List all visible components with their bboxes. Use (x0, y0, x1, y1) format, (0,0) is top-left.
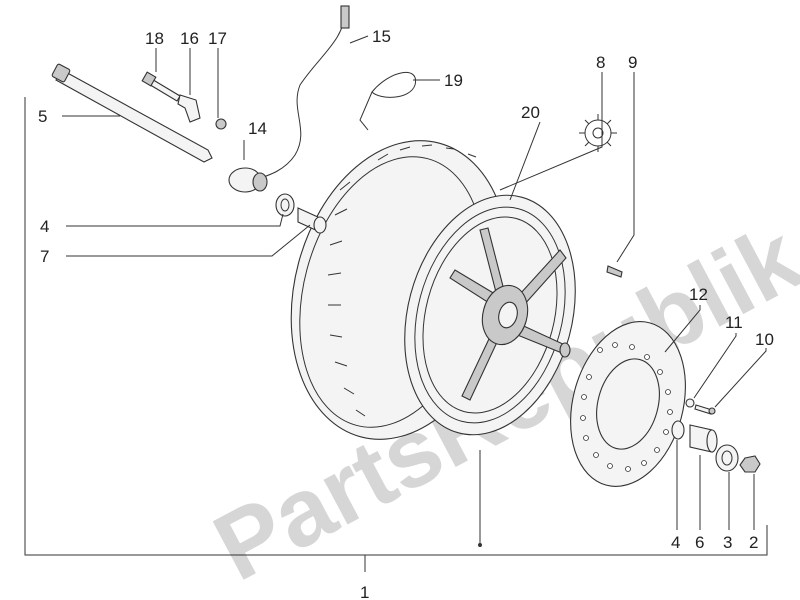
bolt (141, 71, 181, 102)
oil-seal-left (275, 193, 295, 217)
leader-dot (478, 543, 482, 547)
callout-14: 14 (248, 119, 267, 138)
callout-5: 5 (38, 107, 47, 126)
callout-8: 8 (596, 53, 605, 72)
wheel-rim (404, 194, 576, 436)
disc-screw (694, 404, 716, 415)
oil-seal-right (671, 420, 685, 440)
callout-9: 9 (628, 53, 637, 72)
callout-12: 12 (689, 285, 708, 304)
callout-6: 6 (695, 533, 704, 552)
callout-7: 7 (40, 247, 49, 266)
axle-nut (739, 455, 761, 473)
callout-16: 16 (180, 29, 199, 48)
callout-10: 10 (755, 330, 774, 349)
callout-20: 20 (521, 103, 540, 122)
callout-19: 19 (444, 71, 463, 90)
cable-end (340, 5, 350, 29)
callout-15: 15 (372, 27, 391, 46)
callout-labels: 1 2 3 4 6 4 5 7 8 9 10 11 12 14 15 16 17… (38, 27, 774, 600)
callout-1: 1 (360, 583, 369, 600)
leader-lines (24, 35, 768, 572)
nut (215, 118, 227, 130)
gear-icon (579, 114, 617, 152)
bracket (177, 94, 201, 123)
callout-3: 3 (723, 533, 732, 552)
cable-clip (359, 71, 416, 131)
spacer (297, 207, 327, 234)
washer (685, 398, 695, 408)
bearing (715, 444, 739, 472)
axle (51, 63, 213, 163)
callout-4-left: 4 (40, 217, 49, 236)
callout-18: 18 (145, 29, 164, 48)
callout-2: 2 (749, 533, 758, 552)
callout-11: 11 (725, 313, 743, 332)
speedometer-drive (228, 167, 268, 193)
callout-4-right: 4 (671, 533, 680, 552)
callout-17: 17 (208, 29, 227, 48)
brake-disc (570, 321, 686, 487)
tire-valve (606, 265, 623, 278)
speedometer-cable (254, 9, 346, 181)
bushing (689, 424, 718, 453)
